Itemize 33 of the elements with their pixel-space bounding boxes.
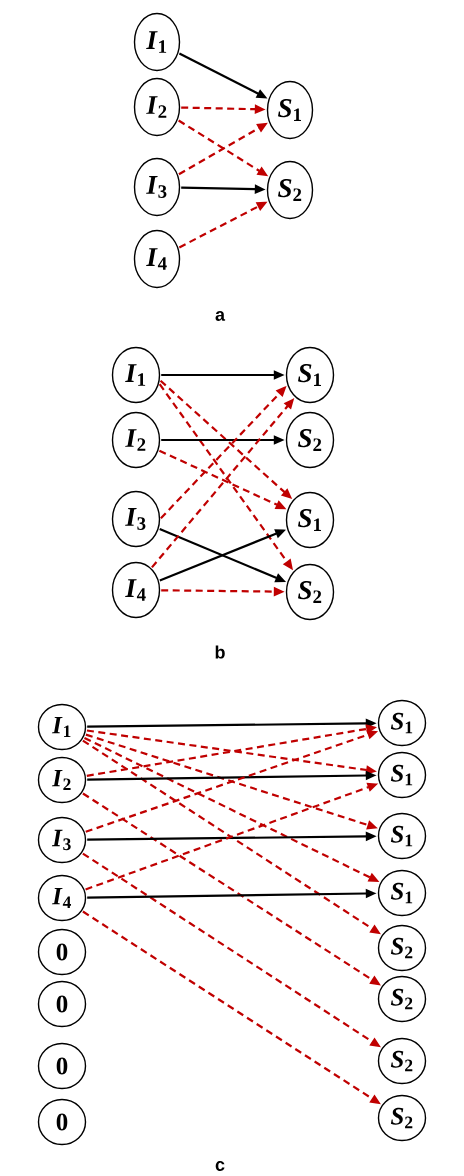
ellipse-node: 0 (37, 1042, 87, 1090)
panel-label: b (215, 645, 225, 659)
ellipse-node: S$_{2}$ (285, 563, 335, 621)
panel-label: c (215, 1161, 225, 1171)
ellipse-node: S$_{1}$ (266, 80, 314, 140)
panel-label: a (215, 311, 226, 321)
ellipse-node: S$_{1}$ (377, 699, 427, 747)
ellipse-node: I$_{2}$ (111, 411, 161, 469)
ellipse-node: S$_{1}$ (285, 346, 335, 404)
ellipse-node: I$_{4}$ (111, 561, 161, 619)
ellipse-node: S$_{1}$ (377, 812, 427, 860)
ellipse-node: I$_{1}$ (133, 12, 181, 72)
ellipse-node: I$_{2}$ (37, 756, 87, 804)
ellipse-node: 0 (37, 1098, 87, 1146)
ellipse-node: I$_{2}$ (133, 77, 181, 137)
ellipse-node: I$_{1}$ (37, 703, 87, 751)
ellipse-node: I$_{4}$ (37, 874, 87, 922)
ellipse-node: S$_{2}$ (285, 411, 335, 469)
ellipse-node: I$_{3}$ (37, 816, 87, 864)
ellipse-node: I$_{4}$ (133, 229, 181, 289)
ellipse-node: S$_{2}$ (266, 160, 314, 220)
ellipse-node: S$_{2}$ (377, 1037, 427, 1085)
ellipse-node: I$_{3}$ (111, 490, 161, 548)
ellipse-node: S$_{1}$ (285, 491, 335, 549)
ellipse-node: I$_{1}$ (111, 346, 161, 404)
ellipse-node: I$_{3}$ (133, 157, 181, 217)
ellipse-node: S$_{2}$ (377, 975, 427, 1023)
ellipse-node: S$_{1}$ (377, 869, 427, 917)
ellipse-node: S$_{1}$ (377, 751, 427, 799)
ellipse-node: 0 (37, 980, 87, 1028)
ellipse-node: 0 (37, 928, 87, 976)
ellipse-node: S$_{2}$ (377, 924, 427, 972)
ellipse-node: S$_{2}$ (377, 1094, 427, 1142)
